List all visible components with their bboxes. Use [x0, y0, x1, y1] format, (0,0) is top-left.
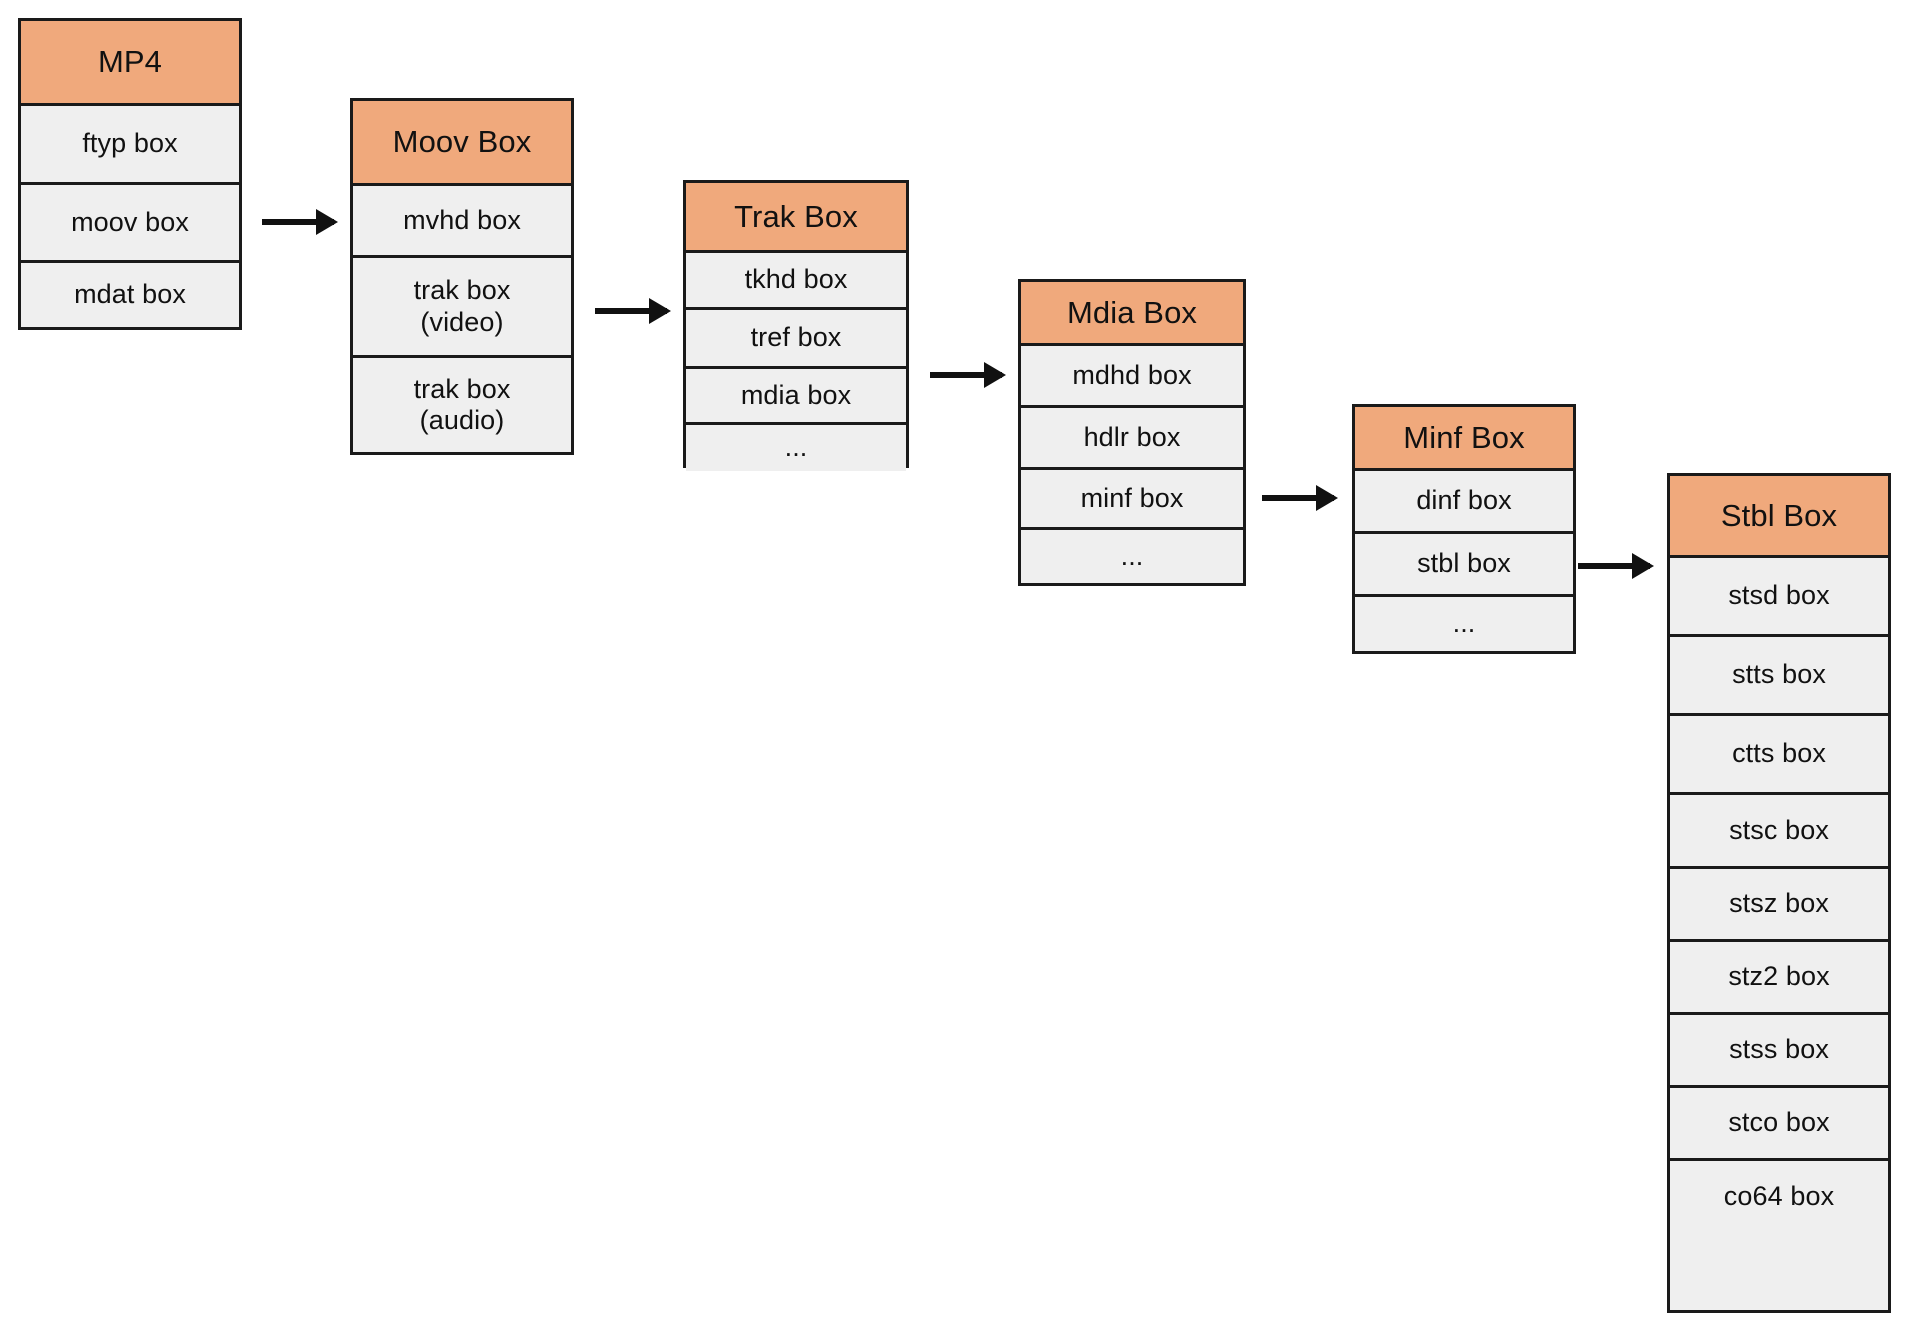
arrow-moov-to-trak [595, 308, 667, 314]
arrow-mp4-to-moov [262, 219, 334, 225]
arrow-trak-to-mdia [930, 372, 1002, 378]
box-stack-minf: Minf Box dinf box stbl box ... [1352, 404, 1576, 654]
box-stack-stbl: Stbl Box stsd box stts box ctts box stsc… [1667, 473, 1891, 1313]
box-stack-mdia: Mdia Box mdhd box hdlr box minf box ... [1018, 279, 1246, 586]
box-row-stss: stss box [1670, 1015, 1888, 1088]
box-row-tkhd: tkhd box [686, 253, 906, 310]
box-row-mvhd: mvhd box [353, 186, 571, 258]
box-row-minf: minf box [1021, 470, 1243, 530]
box-row-trak-video: trak box(video) [353, 258, 571, 358]
box-header-moov: Moov Box [353, 101, 571, 186]
box-row-stts: stts box [1670, 637, 1888, 716]
box-row-stco: stco box [1670, 1088, 1888, 1161]
box-row-trak-audio-label: trak box(audio) [413, 373, 511, 435]
box-header-minf: Minf Box [1355, 407, 1573, 471]
box-row-tref: tref box [686, 310, 906, 369]
box-row-trak-ellipsis: ... [686, 425, 906, 471]
box-row-mdia-ellipsis: ... [1021, 530, 1243, 583]
arrow-mdia-to-minf [1262, 495, 1334, 501]
box-header-trak: Trak Box [686, 183, 906, 253]
box-stack-mp4: MP4 ftyp box moov box mdat box [18, 18, 242, 330]
box-row-stsz: stsz box [1670, 869, 1888, 942]
box-row-ctts: ctts box [1670, 716, 1888, 795]
box-row-moov: moov box [21, 185, 239, 263]
box-header-mdia: Mdia Box [1021, 282, 1243, 346]
arrow-minf-to-stbl [1578, 563, 1650, 569]
box-header-stbl: Stbl Box [1670, 476, 1888, 558]
box-header-mp4: MP4 [21, 21, 239, 106]
box-row-dinf: dinf box [1355, 471, 1573, 534]
box-row-stsd: stsd box [1670, 558, 1888, 637]
box-row-mdhd: mdhd box [1021, 346, 1243, 408]
box-row-stbl: stbl box [1355, 534, 1573, 597]
box-row-trak-audio: trak box(audio) [353, 358, 571, 452]
box-row-stsc: stsc box [1670, 795, 1888, 869]
box-row-mdia: mdia box [686, 369, 906, 425]
box-row-hdlr: hdlr box [1021, 408, 1243, 470]
box-row-trak-video-label: trak box(video) [413, 275, 511, 337]
box-row-stz2: stz2 box [1670, 942, 1888, 1015]
box-row-co64: co64 box [1670, 1161, 1888, 1233]
box-row-ftyp: ftyp box [21, 106, 239, 185]
box-row-mdat: mdat box [21, 263, 239, 327]
box-stack-moov: Moov Box mvhd box trak box(video) trak b… [350, 98, 574, 455]
box-row-minf-ellipsis: ... [1355, 597, 1573, 651]
box-stack-trak: Trak Box tkhd box tref box mdia box ... [683, 180, 909, 471]
